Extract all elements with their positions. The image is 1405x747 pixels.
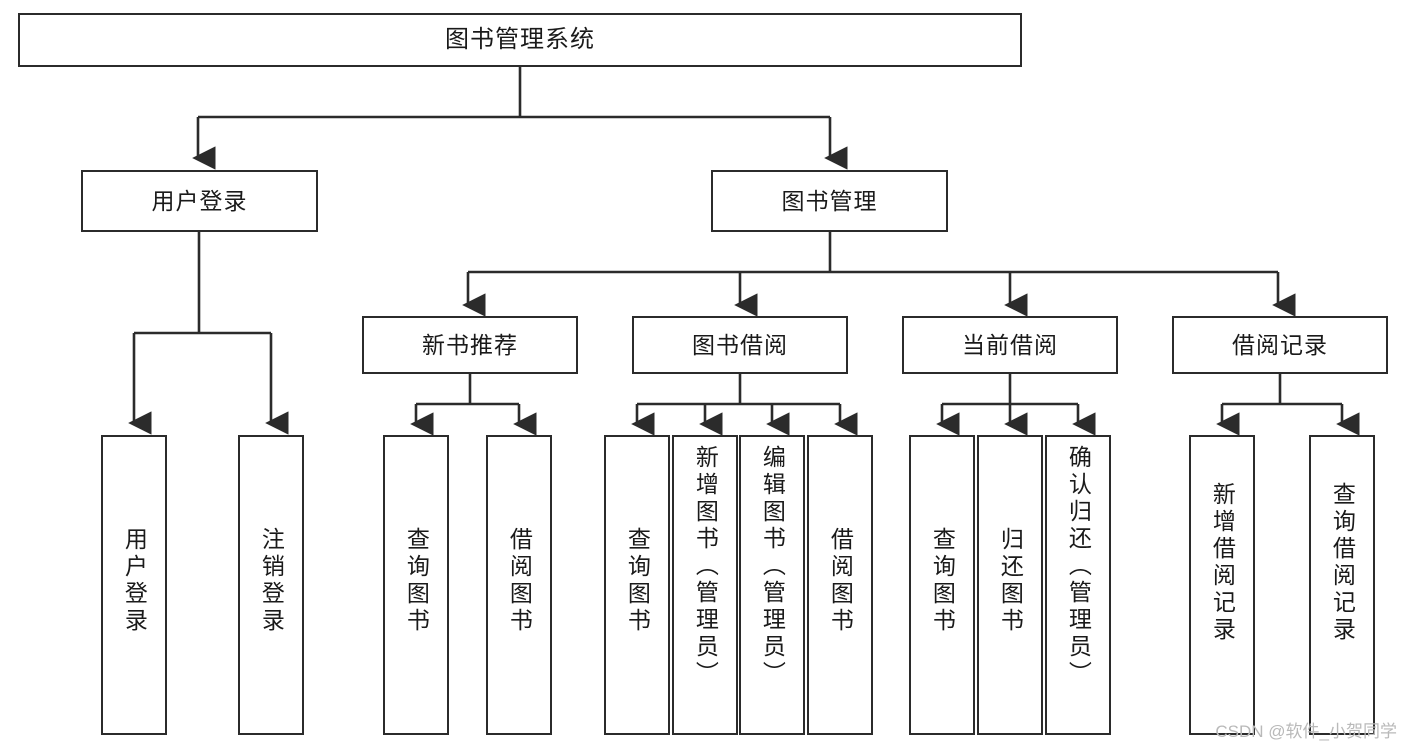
leaf-user-login[interactable]: 用户登录	[101, 435, 167, 735]
node-label: 新增借阅记录	[1209, 482, 1236, 644]
node-root-book-management-system[interactable]: 图书管理系统	[18, 13, 1022, 67]
leaf-borrow-book-2[interactable]: 借阅图书	[807, 435, 873, 735]
node-label: 图书管理	[781, 187, 878, 214]
leaf-add-book[interactable]: 新增图书（管理员）	[672, 435, 738, 735]
node-label: 归还图书	[997, 527, 1024, 635]
node-label: 用户登录	[151, 187, 248, 214]
node-label: 注销登录	[258, 527, 285, 635]
node-label: 借阅图书	[827, 527, 854, 635]
leaf-edit-book[interactable]: 编辑图书（管理员）	[739, 435, 805, 735]
node-label: 借阅图书	[506, 527, 533, 635]
leaf-confirm-return[interactable]: 确认归还（管理员）	[1045, 435, 1111, 735]
node-new-book-recommend[interactable]: 新书推荐	[362, 316, 578, 374]
node-label: 当前借阅	[962, 331, 1058, 358]
node-label: 新增图书（管理员）	[692, 445, 719, 688]
node-label: 查询图书	[403, 527, 430, 635]
node-borrow-record[interactable]: 借阅记录	[1172, 316, 1388, 374]
node-label: 用户登录	[121, 527, 148, 635]
node-label: 查询借阅记录	[1329, 482, 1356, 644]
node-label: 借阅记录	[1232, 331, 1328, 358]
node-label: 图书借阅	[692, 331, 788, 358]
leaf-query-borrow-record[interactable]: 查询借阅记录	[1309, 435, 1375, 735]
leaf-query-book-3[interactable]: 查询图书	[909, 435, 975, 735]
node-label: 图书管理系统	[445, 26, 595, 54]
node-label: 确认归还（管理员）	[1065, 445, 1092, 688]
node-user-login[interactable]: 用户登录	[81, 170, 318, 232]
node-label: 查询图书	[929, 527, 956, 635]
node-label: 编辑图书（管理员）	[759, 445, 786, 688]
csdn-watermark: CSDN @软件_小贺同学	[1215, 722, 1397, 741]
leaf-borrow-book-1[interactable]: 借阅图书	[486, 435, 552, 735]
node-label: 查询图书	[624, 527, 651, 635]
node-book-manage[interactable]: 图书管理	[711, 170, 948, 232]
leaf-query-book-1[interactable]: 查询图书	[383, 435, 449, 735]
node-book-borrow[interactable]: 图书借阅	[632, 316, 848, 374]
leaf-return-book[interactable]: 归还图书	[977, 435, 1043, 735]
node-current-borrow[interactable]: 当前借阅	[902, 316, 1118, 374]
leaf-query-book-2[interactable]: 查询图书	[604, 435, 670, 735]
leaf-add-borrow-record[interactable]: 新增借阅记录	[1189, 435, 1255, 735]
node-label: 新书推荐	[422, 331, 518, 358]
leaf-logout-login[interactable]: 注销登录	[238, 435, 304, 735]
